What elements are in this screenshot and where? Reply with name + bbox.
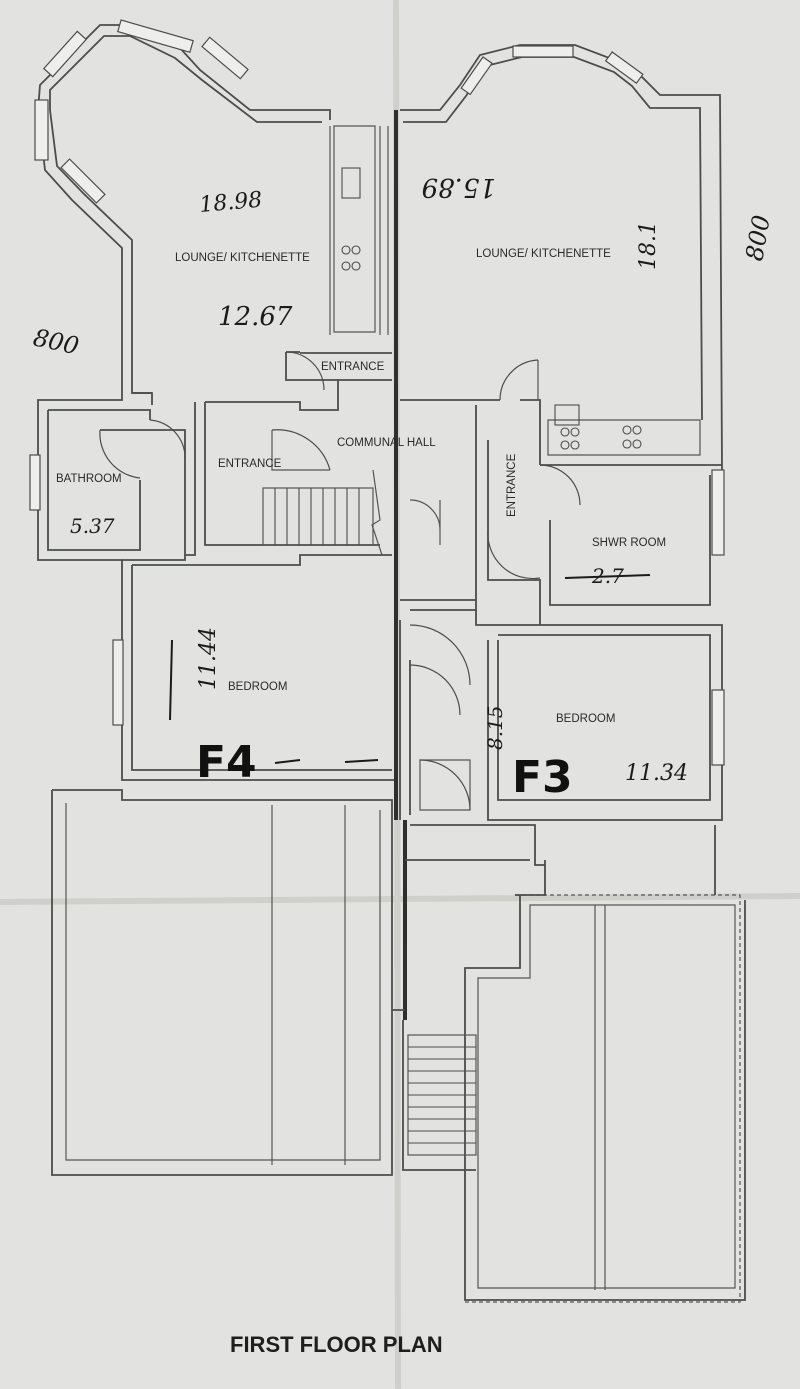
bay-window <box>201 36 249 80</box>
hob <box>341 167 361 199</box>
hob <box>554 404 580 426</box>
shower-window <box>711 469 725 556</box>
paper-fold <box>0 893 800 905</box>
bedroom-window <box>112 639 124 726</box>
annotation-bathroom-area: 5.37 <box>70 514 115 538</box>
room-label-communal-hall: COMMUNAL HALL <box>337 437 436 449</box>
annotation-left-lounge-area-bottom: 12.67 <box>218 302 293 332</box>
left-entrance-walls <box>132 351 392 411</box>
external-stairs <box>402 1020 477 1171</box>
annotation-left-bedroom-area: 11.44 <box>196 627 221 690</box>
annotation-left-lounge-area-top: 18.98 <box>198 188 263 218</box>
right-entrance-walls <box>475 405 725 821</box>
staircase <box>262 429 383 556</box>
bay-window <box>604 51 644 85</box>
bay-window <box>460 56 493 96</box>
bay-window <box>42 30 88 78</box>
right-kitchenette <box>547 404 701 456</box>
unit-label-left: F4 <box>196 737 257 788</box>
room-label-bathroom: BATHROOM <box>56 473 122 485</box>
annotation-right-bedroom-area: 11.34 <box>625 761 688 786</box>
hand-strokes <box>169 574 651 764</box>
plan-title: FIRST FLOOR PLAN <box>230 1332 443 1357</box>
bay-window <box>34 99 49 161</box>
lower-left-terrace <box>51 789 405 1176</box>
left-bedroom-walls <box>112 554 392 771</box>
annotation-right-lounge-area: 15.89 <box>422 172 496 202</box>
bedroom-window <box>711 689 725 766</box>
room-label-lounge-right: LOUNGE/ KITCHENETTE <box>476 248 611 260</box>
room-label-bedroom-left: BEDROOM <box>228 681 287 693</box>
room-label-entrance-right: ENTRANCE <box>506 453 518 517</box>
central-lobby <box>399 499 545 866</box>
annotation-right-bedroom-side: 8.15 <box>483 705 507 750</box>
right-lounge-walls <box>400 44 723 471</box>
room-label-bedroom-right: BEDROOM <box>556 713 615 725</box>
lower-right-terrace <box>463 825 746 1303</box>
room-label-entrance-left: ENTRANCE <box>218 458 282 470</box>
bay-window <box>512 45 574 58</box>
left-lounge-walls <box>34 19 398 781</box>
room-label-entrance-top: ENTRANCE <box>321 361 385 373</box>
unit-label-right: F3 <box>512 752 573 803</box>
bay-window <box>60 158 106 204</box>
room-label-shower-room: SHWR ROOM <box>592 537 666 549</box>
bathroom-window <box>29 454 41 511</box>
room-label-lounge-left: LOUNGE/ KITCHENETTE <box>175 252 310 264</box>
bay-window <box>117 19 194 53</box>
annotation-right-lounge-side: 18.1 <box>636 221 661 270</box>
